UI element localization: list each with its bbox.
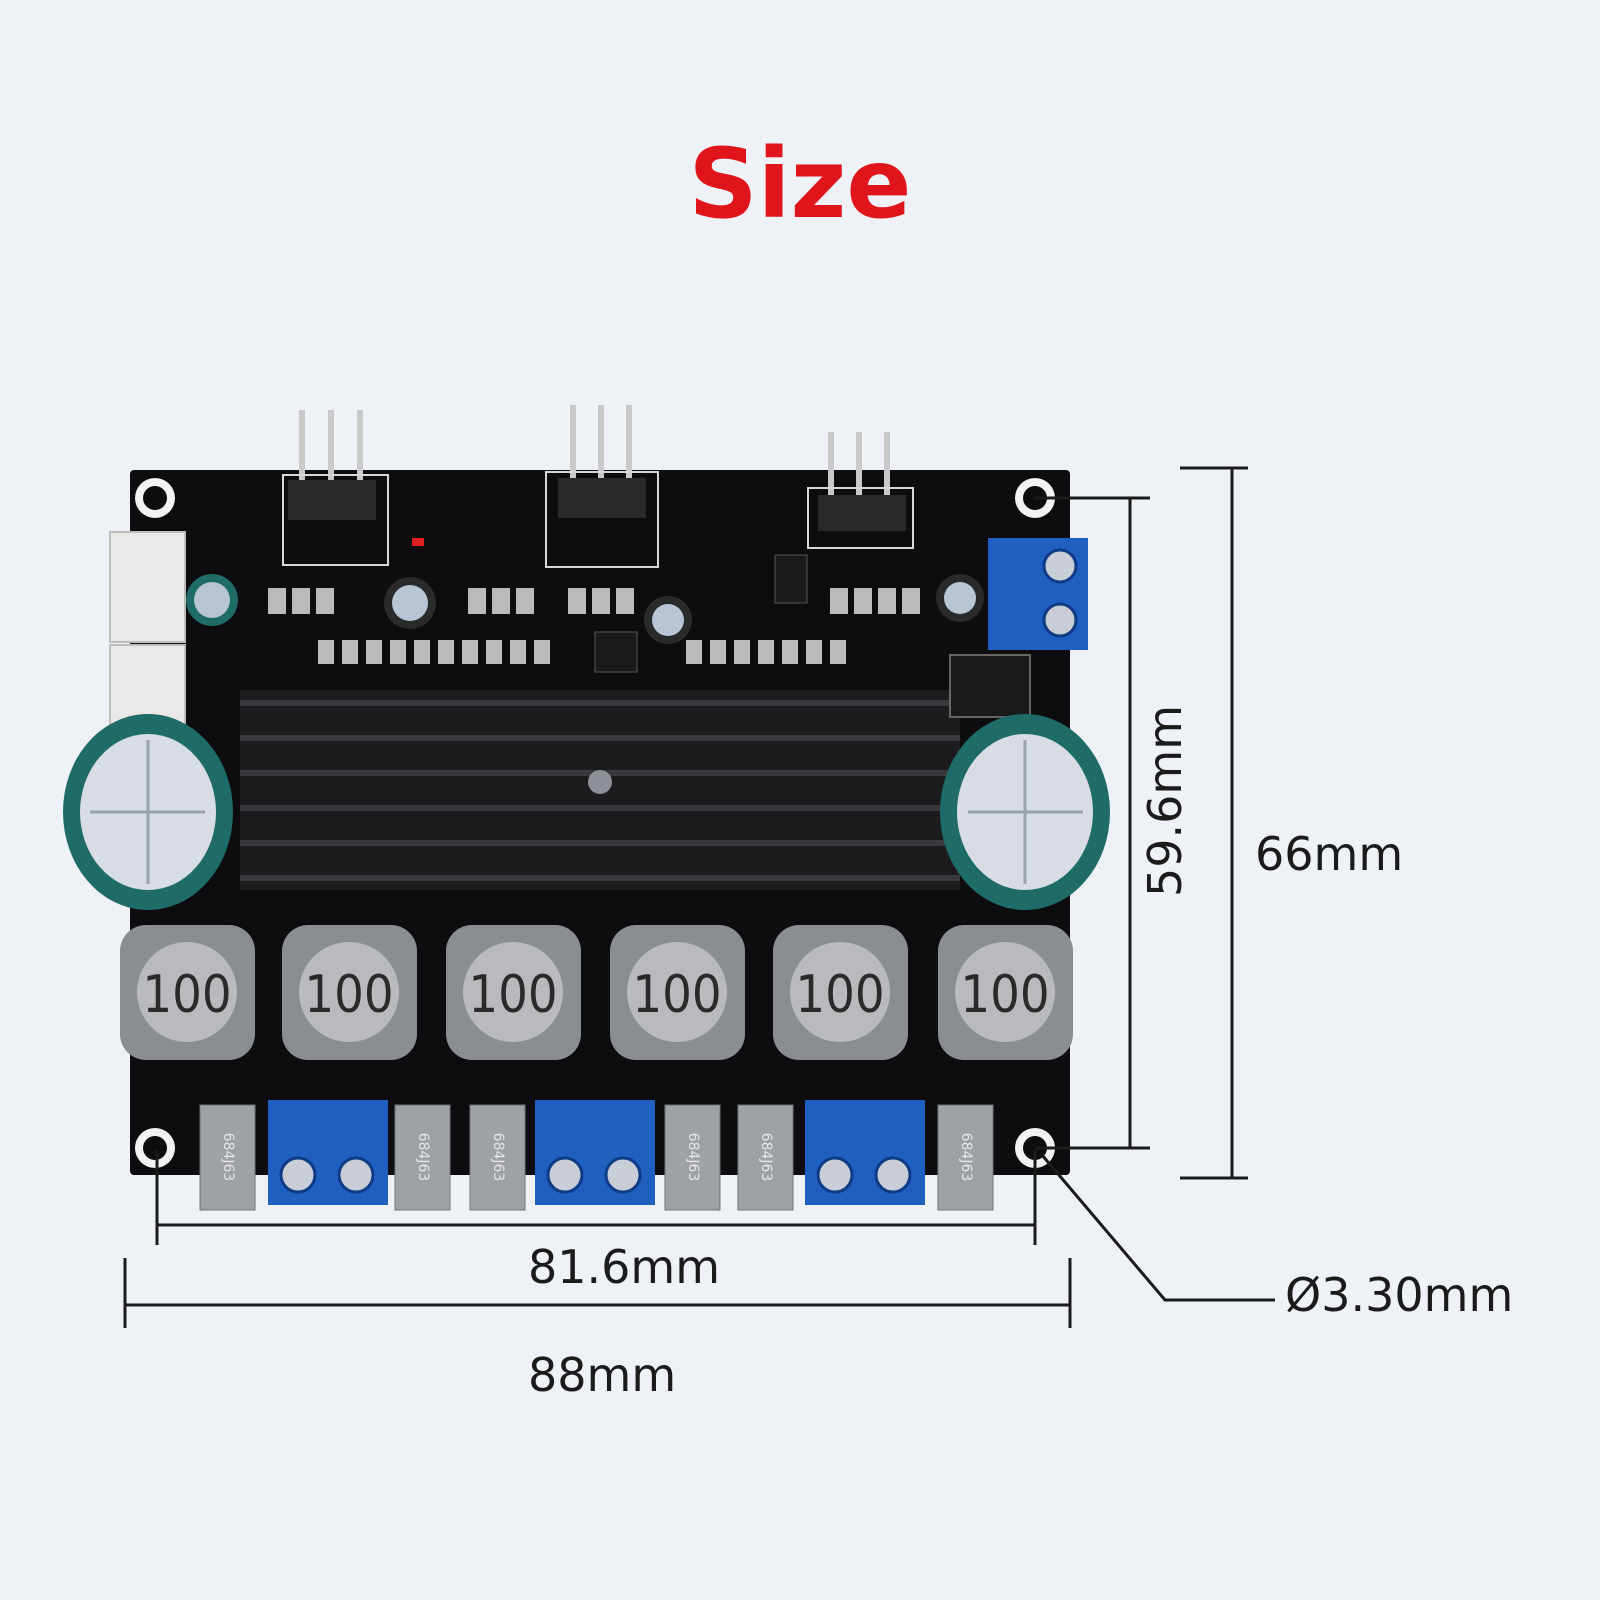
film-capacitor: 684J63 [394,1104,451,1211]
film-capacitor: 684J63 [737,1104,794,1211]
inductor-label: 100 [632,965,721,1025]
film-capacitor-label: 684J63 [758,1133,774,1182]
small-capacitor [384,577,436,629]
small-capacitor [936,574,984,622]
dimension-label-hole-span-height: 59.6mm [1138,704,1192,897]
inductor-label: 100 [304,965,393,1025]
inductor: 100 [773,925,908,1060]
pin-header-right [818,432,906,531]
film-capacitor: 684J63 [469,1104,526,1211]
inductor-row: 100 100 100 100 100 100 [120,925,1073,1060]
dimension-label-hole-span-width: 81.6mm [528,1240,721,1294]
pin-header-middle [558,405,646,518]
inductor: 100 [282,925,417,1060]
speaker-terminal [535,1100,655,1205]
pin-header-left [288,410,376,520]
inductor-label: 100 [960,965,1049,1025]
terminal-screw [337,1156,375,1194]
film-capacitor: 684J63 [664,1104,721,1211]
speaker-terminal [268,1100,388,1205]
dimension-label-board-width: 88mm [528,1348,677,1402]
speaker-terminal [805,1100,925,1205]
heatsink [240,690,960,890]
film-capacitor: 684J63 [937,1104,994,1211]
film-capacitor: 684J63 [199,1104,256,1211]
large-capacitor-left [63,714,233,910]
small-capacitor [644,596,692,644]
smd-components [268,588,920,664]
input-connector [109,531,186,736]
film-capacitor-label: 684J63 [958,1133,974,1182]
terminal-screw [279,1156,317,1194]
terminal-screw [874,1156,912,1194]
large-capacitor-right [940,714,1110,910]
film-capacitor-label: 684J63 [220,1133,236,1182]
power-transistor [949,654,1031,718]
inductor-label: 100 [468,965,557,1025]
film-capacitor-label: 684J63 [415,1133,431,1182]
inductor: 100 [446,925,581,1060]
dimension-label-board-height: 66mm [1255,827,1404,881]
inductor: 100 [938,925,1073,1060]
terminal-screw [816,1156,854,1194]
small-capacitor [186,574,238,626]
regulator-chip [774,554,808,604]
page-title: Size [688,128,912,240]
inductor-label: 100 [142,965,231,1025]
inductor: 100 [120,925,255,1060]
film-capacitor-label: 684J63 [685,1133,701,1182]
dimension-lines [123,466,1275,1328]
inductor: 100 [610,925,745,1060]
bottom-component-row: 684J63 684J63 684J63 684J63 684J63 684J63 [199,1100,994,1211]
mounting-hole-bottom-left [135,1128,175,1168]
mounting-hole-top-left [135,478,175,518]
power-terminal [988,538,1088,650]
terminal-screw [604,1156,642,1194]
film-capacitor-label: 684J63 [490,1133,506,1182]
red-led [412,538,424,546]
dimension-label-hole-diameter: Ø3.30mm [1285,1268,1514,1322]
ic-chip [594,631,638,673]
terminal-screw [546,1156,584,1194]
inductor-label: 100 [795,965,884,1025]
